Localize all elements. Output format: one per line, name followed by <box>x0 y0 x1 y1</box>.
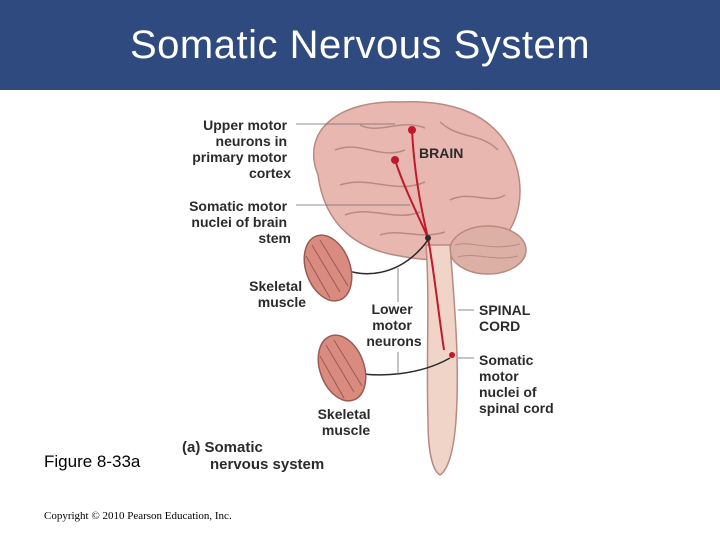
label-spinal-cord: SPINAL CORD <box>479 302 534 334</box>
upper-motor-neuron-path <box>391 126 455 358</box>
spinal-cord-illustration <box>425 244 459 476</box>
label-brain: BRAIN <box>419 145 463 161</box>
label-somatic-nuclei-spinal: Somatic motor nuclei of spinal cord <box>479 352 554 416</box>
brain-illustration <box>312 101 527 275</box>
title-bar: Somatic Nervous System <box>0 0 720 90</box>
slide-title: Somatic Nervous System <box>129 22 591 67</box>
figure-reference: Figure 8-33a <box>44 452 141 471</box>
skeletal-muscle-1-illustration <box>303 234 353 302</box>
diagram-caption: (a) Somatic nervous system <box>182 439 324 473</box>
label-skeletal-muscle-1: Skeletal muscle <box>249 278 306 310</box>
label-upper-motor-neurons: Upper motor neurons in primary motor cor… <box>192 117 291 181</box>
label-lower-motor-neurons: Lower motor neurons <box>366 301 421 349</box>
copyright-notice: Copyright © 2010 Pearson Education, Inc. <box>44 510 232 522</box>
label-somatic-nuclei-brainstem: Somatic motor nuclei of brain stem <box>189 198 291 246</box>
leader-lines <box>296 123 474 375</box>
label-skeletal-muscle-2: Skeletal muscle <box>318 406 375 438</box>
skeletal-muscle-2-illustration <box>317 334 367 402</box>
